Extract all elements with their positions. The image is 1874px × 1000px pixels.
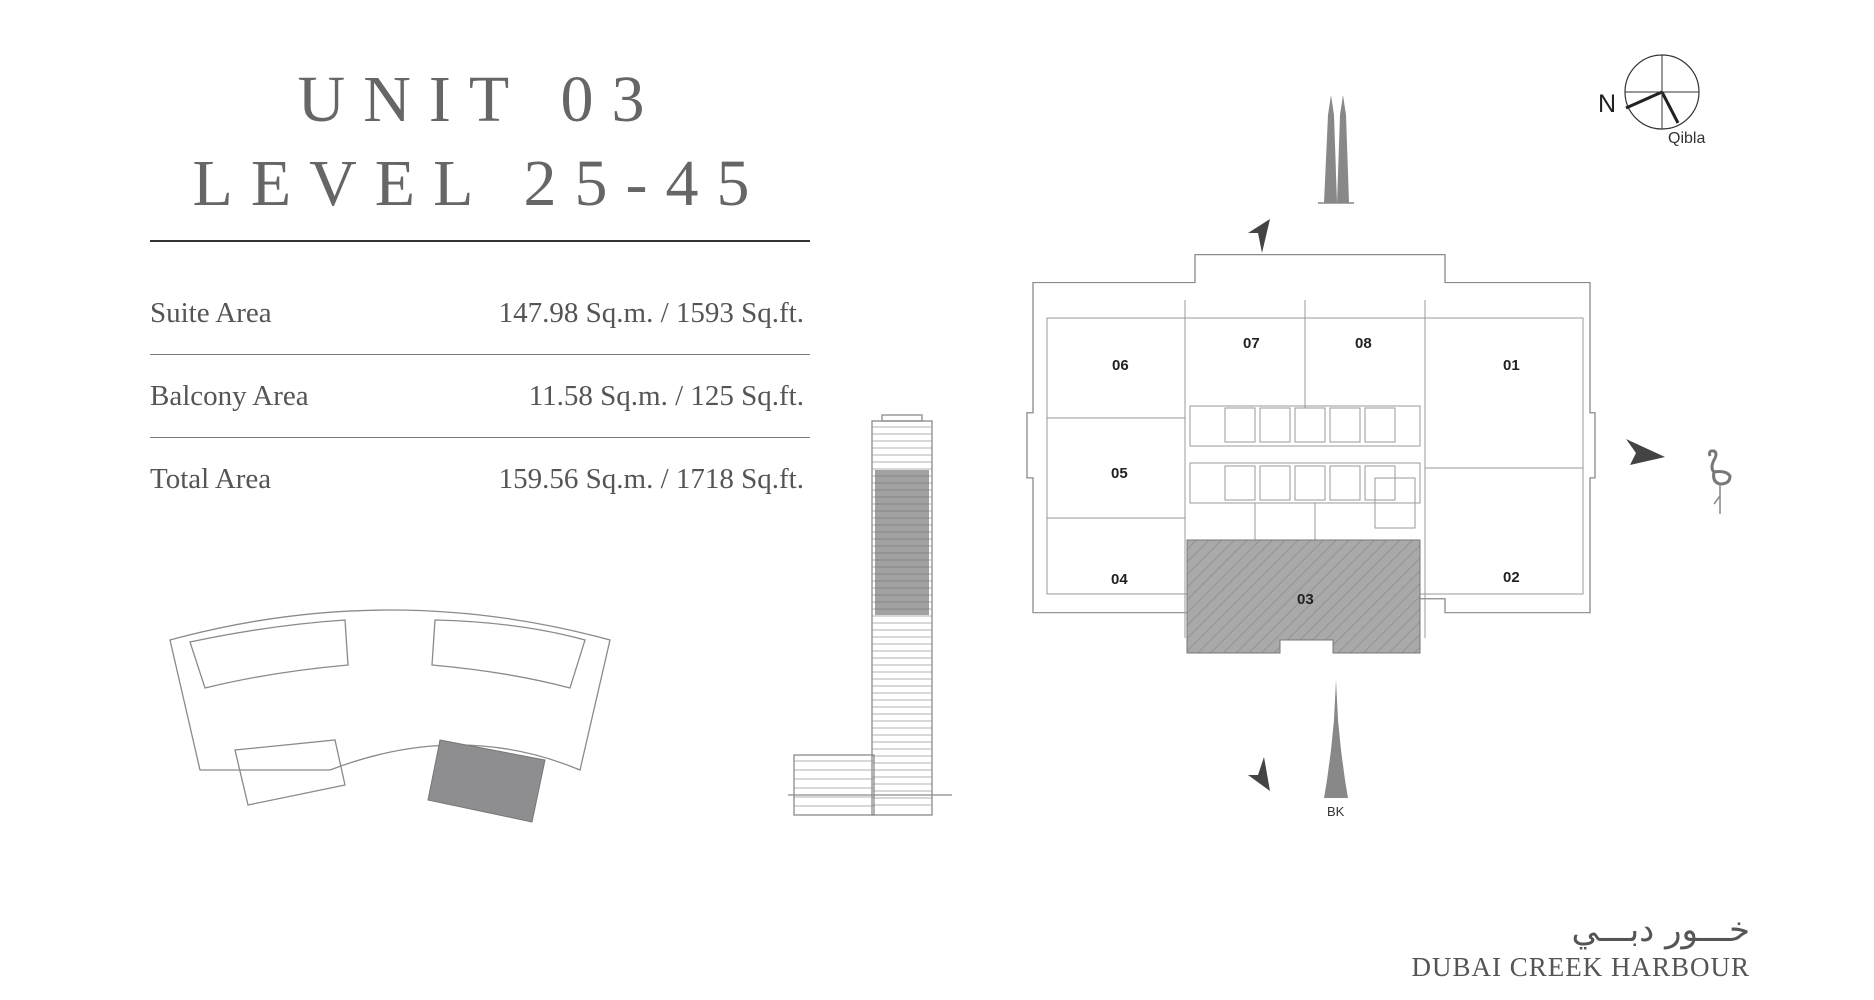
stair-left: [1254, 502, 1316, 544]
twin-towers-icon: [1318, 95, 1354, 204]
unit-05-label[interactable]: 05: [1111, 465, 1128, 482]
logo-english-text: DUBAI CREEK HARBOUR: [1411, 952, 1750, 982]
core-cell: [1259, 465, 1291, 501]
area-table: Suite Area 147.98 Sq.m. / 1593 Sq.ft. Ba…: [150, 272, 810, 520]
key-plan-outline: [169, 609, 611, 771]
unit-title: UNIT 03 LEVEL 25-45: [150, 58, 810, 226]
north-label: N: [1598, 90, 1616, 118]
total-area-value: 159.56 Sq.m. / 1718 Sq.ft.: [498, 462, 804, 495]
burj-khalifa-label: BK: [1327, 804, 1345, 819]
core-cell: [1329, 465, 1361, 501]
flamingo-icon: [1708, 449, 1732, 514]
title-divider: [150, 240, 810, 242]
tower-crown: [881, 414, 923, 422]
unit-08-label[interactable]: 08: [1355, 335, 1372, 352]
key-plan-wing-right: [431, 619, 586, 689]
core-cell: [1224, 407, 1256, 443]
total-area-label: Total Area: [150, 462, 272, 495]
qibla-label: Qibla: [1668, 130, 1705, 147]
unit-04-label[interactable]: 04: [1111, 571, 1128, 588]
floor-outline: [1026, 254, 1596, 614]
dubai-creek-harbour-logo: خـــور دبـــي DUBAI CREEK HARBOUR: [1410, 908, 1750, 982]
level-range: LEVEL 25-45: [192, 147, 768, 220]
direction-arrow-down-icon: [1248, 757, 1270, 791]
qibla-needle: [1660, 91, 1680, 124]
core-cell: [1294, 407, 1326, 443]
tower-elevation: [788, 414, 952, 816]
direction-arrow-up-icon: [1248, 219, 1270, 253]
core-cell: [1364, 465, 1396, 501]
key-plan-tower-selected: [427, 739, 546, 823]
unit-01-label[interactable]: 01: [1503, 357, 1520, 374]
tower-podium: [793, 754, 875, 816]
direction-arrow-right-icon: [1626, 439, 1665, 465]
core-cell: [1224, 465, 1256, 501]
suite-area-row: Suite Area 147.98 Sq.m. / 1593 Sq.ft.: [150, 272, 810, 355]
unit-03-label[interactable]: 03: [1297, 591, 1314, 608]
balcony-area-row: Balcony Area 11.58 Sq.m. / 125 Sq.ft.: [150, 355, 810, 438]
balcony-area-value: 11.58 Sq.m. / 125 Sq.ft.: [528, 379, 804, 412]
floor-plan: 06 07 08 01 05 04 02 03: [1026, 254, 1596, 654]
burj-khalifa-icon: BK: [1324, 680, 1348, 819]
core-cell: [1259, 407, 1291, 443]
suite-area-value: 147.98 Sq.m. / 1593 Sq.ft.: [498, 296, 804, 329]
key-plan-tower-left: [234, 739, 346, 806]
unit-02-label[interactable]: 02: [1503, 569, 1520, 586]
tower-selected-levels: [875, 470, 929, 615]
unit-number: UNIT 03: [297, 63, 663, 136]
core-corridor-top: [1189, 405, 1421, 447]
balcony-area-label: Balcony Area: [150, 379, 309, 412]
core-cell: [1294, 465, 1326, 501]
total-area-row: Total Area 159.56 Sq.m. / 1718 Sq.ft.: [150, 438, 810, 520]
key-plan: [169, 609, 611, 823]
north-needle: [1625, 90, 1663, 110]
core-cell: [1329, 407, 1361, 443]
suite-area-label: Suite Area: [150, 296, 272, 329]
unit-07-label[interactable]: 07: [1243, 335, 1260, 352]
unit-06-label[interactable]: 06: [1112, 357, 1129, 374]
logo-arabic-text: خـــور دبـــي: [1571, 910, 1750, 950]
core-cell: [1364, 407, 1396, 443]
unit-03-highlight[interactable]: [1186, 539, 1421, 654]
compass: N Qibla: [1598, 54, 1705, 147]
key-plan-wing-left: [189, 619, 349, 689]
